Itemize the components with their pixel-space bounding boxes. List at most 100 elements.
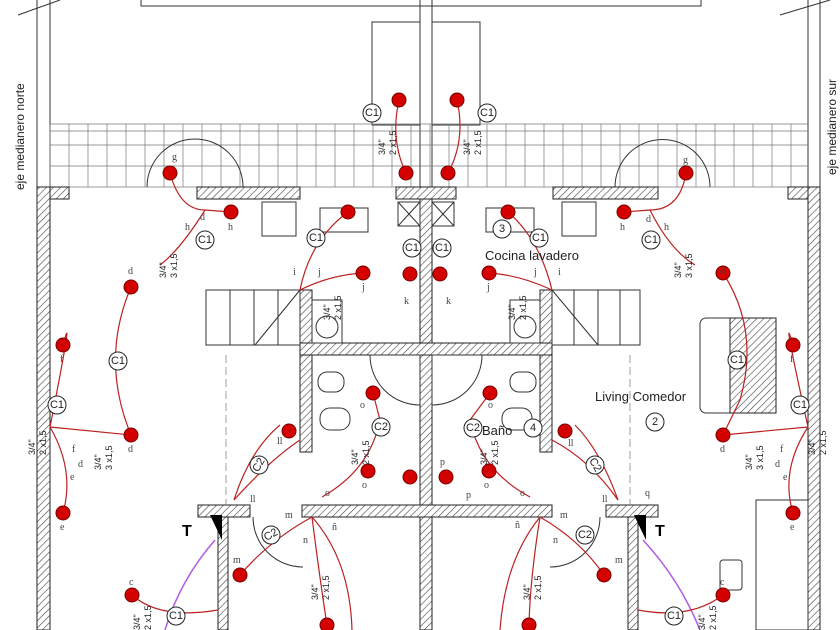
plan-label: e [783,472,788,483]
side-label-north: eje medianero norte [13,83,27,190]
panel-feed: T T [164,515,701,630]
plan-label: j [317,267,321,278]
plan-label: f [790,354,794,365]
plan-label: o [520,488,525,499]
plan-label: 3/4" [377,139,387,155]
plan-label: C1 [480,107,494,119]
outlet-point [481,463,497,479]
plan-label: j [361,282,365,293]
outlet-point [785,505,801,521]
plan-label: C1 [198,234,212,246]
panel-label-right: T [655,523,665,540]
outlet-point [223,204,239,220]
plan-label: m [285,510,293,521]
plan-label: 3/4" [522,584,532,600]
plan-label: C1 [532,232,546,244]
outlet-point [715,265,731,281]
room-label-bath: Baño [482,423,512,438]
plan-label: d [646,214,651,225]
plan-label: 2 x1,5 [321,575,331,600]
plan-label: 3/4" [27,439,37,455]
outlet-point [162,165,178,181]
plan-label: 3/4" [744,454,754,470]
plan-label: C1 [111,355,125,367]
circuit-tag-c1: C1 [166,606,186,626]
plan-label: g [172,152,177,163]
room-number-living: 2 [652,416,658,428]
plan-label: k [404,296,409,307]
plan-label: 3/4" [507,304,517,320]
outlet-point [123,279,139,295]
circuit-tag-c1: C1 [108,351,128,371]
circuit-tag-c1: C1 [477,103,497,123]
plan-label: e [60,522,65,533]
plan-label: 2 x1,5 [143,605,153,630]
plan-label: f [60,354,64,365]
plan-label: c [129,577,134,588]
plan-label: 3/4" [479,449,489,465]
plan-label: 3/4" [807,439,817,455]
outlet-point [402,266,418,282]
plan-label: k [446,296,451,307]
circuit-tag-c2: C2 [261,525,281,545]
outlet-point [715,587,731,603]
plan-label: o [325,488,330,499]
plan-label: C1 [169,610,183,622]
plan-label: d [720,266,725,277]
outlet-point [678,165,694,181]
circuit-tag-c1: C1 [790,395,810,415]
plan-label: 3 x1,5 [755,445,765,470]
outlet-point [482,385,498,401]
plan-label: C1 [793,399,807,411]
plan-label: ll [250,494,256,505]
plan-label: C1 [50,399,64,411]
plan-label: h [620,222,625,233]
plan-label: 3/4" [158,262,168,278]
circuit-tag-c1: C1 [529,228,549,248]
plan-label: o [362,480,367,491]
plan-label: ll [277,436,283,447]
plan-label: o [360,400,365,411]
plan-label: 2 x1,5 [38,430,48,455]
plan-label: d [128,444,133,455]
fixtures [146,138,809,630]
plan-label: 2 x1,5 [490,440,500,465]
plan-label: ll [568,438,574,449]
plan-label: C1 [667,610,681,622]
outlet-point [55,505,71,521]
plan-label: 3 x1,5 [169,253,179,278]
plan-label: C1 [730,354,744,366]
plan-label: 3/4" [462,139,472,155]
plan-label: d [775,459,780,470]
plan-label: o [484,480,489,491]
plan-label: 2 x1,5 [333,295,343,320]
plan-label: ñ [332,522,337,533]
outlet-point [355,265,371,281]
plan-label: e [790,522,795,533]
plan-label: n [303,535,308,546]
room-number-kitchen: 3 [499,223,505,235]
plan-label: d [128,266,133,277]
outlet-point [391,92,407,108]
plan-label: p [466,490,471,501]
plan-label: 2 x1,5 [518,295,528,320]
plan-label: 3/4" [697,614,707,630]
outlet-point [365,385,381,401]
plan-label: m [560,510,568,521]
circuit-tag-c1: C1 [664,606,684,626]
walls [36,186,821,630]
plan-label: m [233,555,241,566]
plan-label: e [70,472,75,483]
plan-label: d [78,459,83,470]
circuit-tag-c1: C1 [362,103,382,123]
wiring [49,99,809,630]
plan-label: C1 [365,107,379,119]
circuit-tag-c1: C1 [47,395,67,415]
plan-label: c [720,577,725,588]
plan-label: f [72,444,76,455]
outlet-point [340,204,356,220]
plan-label: C1 [309,232,323,244]
plan-label: m [615,555,623,566]
